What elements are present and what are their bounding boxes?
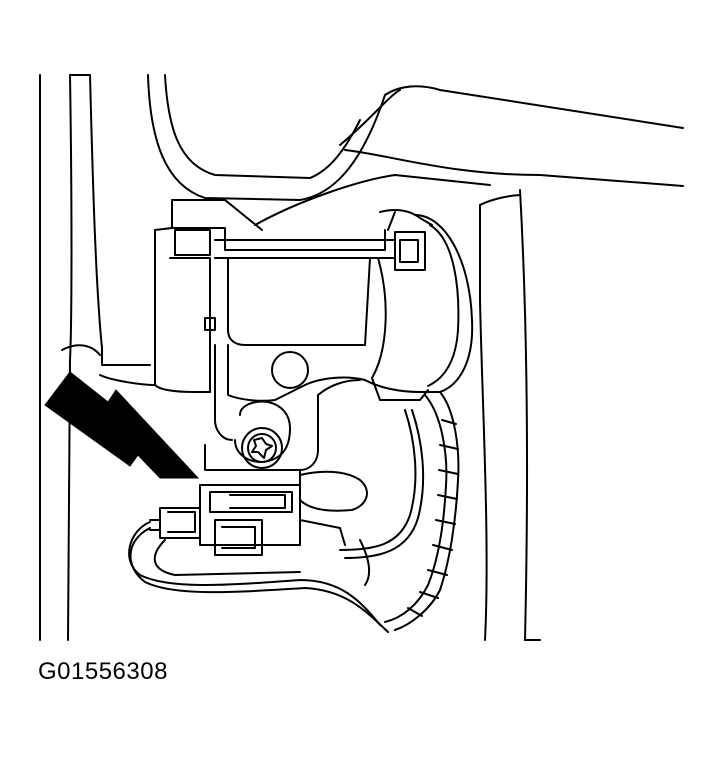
figure-id-label: G01556308 xyxy=(38,658,168,685)
wire-harness xyxy=(340,392,458,630)
panel-frame xyxy=(40,75,150,640)
callout-arrow xyxy=(45,372,198,478)
mounting-plate xyxy=(205,345,367,511)
electrical-connector xyxy=(150,485,345,555)
round-boss xyxy=(272,352,308,388)
connector-wires xyxy=(129,522,388,632)
rotary-sensor xyxy=(365,210,472,400)
lower-edge xyxy=(100,375,540,640)
torx-screw xyxy=(242,428,282,468)
upper-housing xyxy=(148,75,683,225)
right-pillar xyxy=(480,190,527,640)
